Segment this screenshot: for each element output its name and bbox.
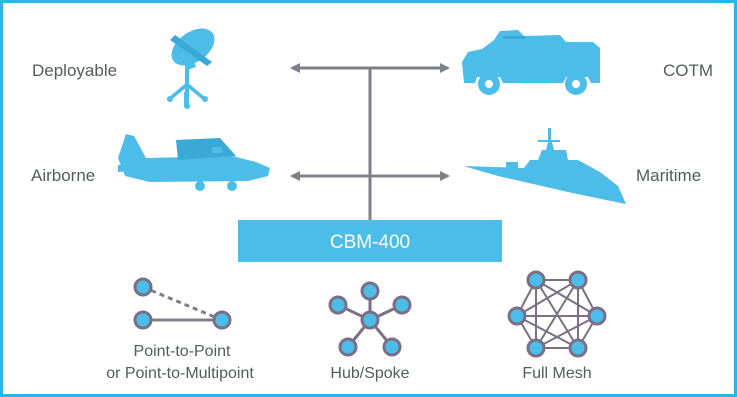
label-deployable: Deployable	[32, 61, 117, 80]
label-maritime: Maritime	[636, 166, 701, 185]
label-full-mesh: Full Mesh	[522, 365, 591, 382]
hub-box	[238, 220, 502, 262]
hub-label: CBM-400	[330, 232, 410, 253]
airplane-icon	[118, 134, 270, 191]
label-hub-spoke: Hub/Spoke	[330, 365, 409, 382]
label-point-to-multipoint: or Point-to-Multipoint	[106, 365, 254, 382]
label-airborne: Airborne	[31, 166, 95, 185]
label-cotm: COTM	[663, 61, 713, 80]
satellite-dish-icon	[167, 28, 215, 109]
truck-icon	[462, 30, 600, 95]
label-point-to-point: Point-to-Point	[134, 343, 231, 360]
topology-hub-spoke	[328, 281, 412, 357]
topology-point-to-point	[133, 277, 232, 330]
ship-icon	[464, 128, 626, 204]
topology-full-mesh	[507, 270, 607, 358]
